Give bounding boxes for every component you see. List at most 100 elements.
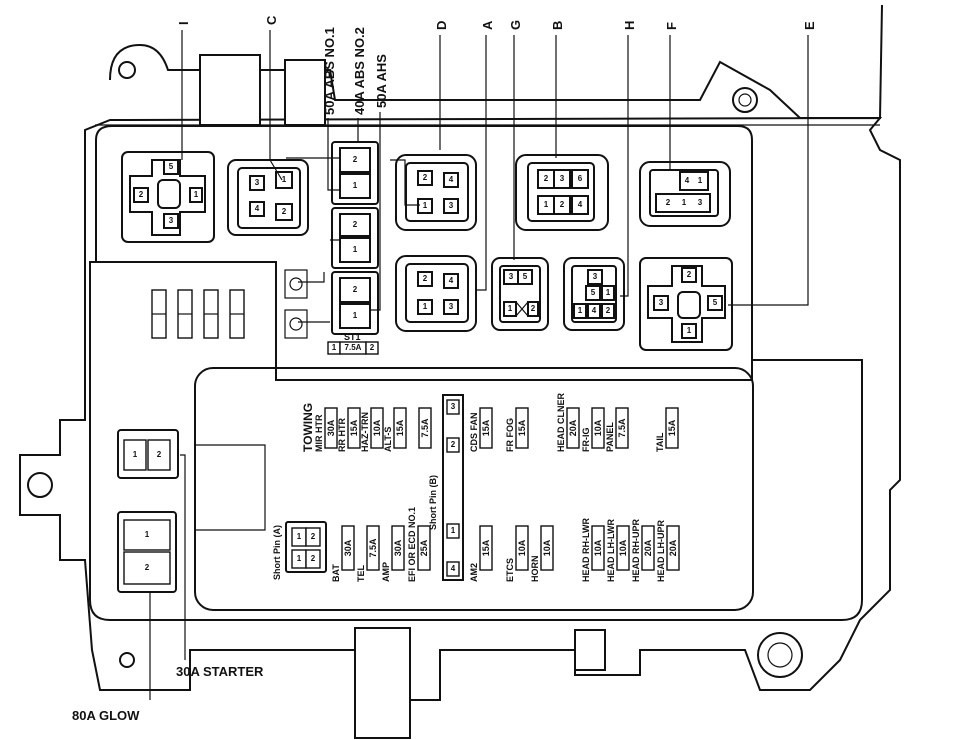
spare-fuse-slots xyxy=(151,289,245,339)
svg-text:B: B xyxy=(550,21,565,30)
svg-text:5: 5 xyxy=(591,288,596,297)
svg-text:30A STARTER: 30A STARTER xyxy=(176,664,264,679)
svg-text:1: 1 xyxy=(282,175,287,184)
svg-text:2: 2 xyxy=(666,198,671,207)
short-pin-b: 3 2 1 4 Short Pin (B) xyxy=(428,394,464,581)
svg-text:7.5A: 7.5A xyxy=(345,343,362,352)
fuse-amp: 7.5A xyxy=(617,418,627,438)
svg-text:1: 1 xyxy=(578,306,583,315)
fuse-name: HORN xyxy=(530,556,540,583)
relay-abs-no1: 2 1 xyxy=(331,207,379,269)
svg-text:1: 1 xyxy=(297,532,302,541)
svg-text:3: 3 xyxy=(698,198,703,207)
fuse-amp: 15A xyxy=(517,419,527,436)
svg-text:5: 5 xyxy=(169,162,174,171)
svg-text:4: 4 xyxy=(449,175,454,184)
svg-text:Short Pin (B): Short Pin (B) xyxy=(428,475,438,530)
svg-text:1: 1 xyxy=(133,450,138,459)
fuse-amp: 7.5A xyxy=(368,538,378,558)
svg-text:4: 4 xyxy=(592,306,597,315)
fuse-name: CDS FAN xyxy=(469,412,479,452)
svg-text:3: 3 xyxy=(560,174,565,183)
fuse-amp: 25A xyxy=(419,539,429,556)
fuse-amp: 7.5A xyxy=(420,418,430,438)
svg-text:2: 2 xyxy=(451,440,456,449)
fuse-name: TAIL xyxy=(655,432,665,452)
svg-text:2: 2 xyxy=(544,174,549,183)
fuse-name: RR HTR xyxy=(337,418,347,452)
lower-panel xyxy=(89,261,863,621)
fuse-amp: 15A xyxy=(481,539,491,556)
fuse-name: TEL xyxy=(356,564,366,582)
svg-text:1: 1 xyxy=(687,326,692,335)
fuse-amp: 15A xyxy=(395,419,405,436)
fuse-name: HEAD CLNER xyxy=(556,392,566,452)
svg-text:1: 1 xyxy=(332,343,337,352)
fuse-name: AMP xyxy=(381,562,391,582)
leader-lines xyxy=(149,30,809,700)
fuse-amp: 20A xyxy=(643,539,653,556)
callouts: I C 50A ABS NO.1 40A ABS NO.2 50A AHS D … xyxy=(72,15,817,723)
fuse-amp: 15A xyxy=(667,419,677,436)
svg-text:2: 2 xyxy=(370,343,375,352)
fuse-amp: 10A xyxy=(593,539,603,556)
relay-G: 3 5 1 2 xyxy=(491,257,549,331)
svg-text:1: 1 xyxy=(353,181,358,190)
relay-D: 2 4 1 3 xyxy=(395,154,477,231)
fuse-name: HEAD RH-LWR xyxy=(581,518,591,582)
svg-text:4: 4 xyxy=(451,564,456,573)
svg-text:1: 1 xyxy=(682,198,687,207)
inner-panel xyxy=(95,125,753,381)
svg-text:6: 6 xyxy=(578,174,583,183)
svg-text:2: 2 xyxy=(560,200,565,209)
svg-text:E: E xyxy=(802,21,817,30)
fuse-name: HEAD LH-UPR xyxy=(656,520,666,582)
relay-I: 5 2 1 3 xyxy=(121,151,215,243)
relay-B: 2 3 6 1 2 4 xyxy=(515,154,609,231)
svg-text:1: 1 xyxy=(606,288,611,297)
svg-text:5: 5 xyxy=(713,298,718,307)
svg-text:1: 1 xyxy=(423,302,428,311)
fuse-name: PANEL xyxy=(605,422,615,452)
svg-text:2: 2 xyxy=(531,304,536,313)
fuse-80a-glow: 1 2 xyxy=(117,511,177,593)
svg-text:3: 3 xyxy=(451,402,456,411)
svg-text:3: 3 xyxy=(659,298,664,307)
svg-text:C: C xyxy=(264,15,279,25)
fuse-amp: 20A xyxy=(568,419,578,436)
svg-text:2: 2 xyxy=(687,270,692,279)
svg-text:2: 2 xyxy=(606,306,611,315)
svg-text:1: 1 xyxy=(297,554,302,563)
relay-H: 3 5 1 1 4 2 xyxy=(563,257,625,331)
svg-text:1: 1 xyxy=(508,304,513,313)
svg-text:1: 1 xyxy=(194,190,199,199)
fuse-name: ETCS xyxy=(505,558,515,582)
svg-text:2: 2 xyxy=(353,155,358,164)
svg-text:2: 2 xyxy=(423,274,428,283)
fuse-amp: 10A xyxy=(542,539,552,556)
svg-text:1: 1 xyxy=(423,201,428,210)
fuse-name: FR FOG xyxy=(505,418,515,452)
svg-text:3: 3 xyxy=(449,302,454,311)
svg-text:I: I xyxy=(176,21,191,25)
housing-outline xyxy=(19,4,901,701)
svg-text:50A ABS NO.1: 50A ABS NO.1 xyxy=(322,27,337,115)
svg-text:2: 2 xyxy=(353,220,358,229)
